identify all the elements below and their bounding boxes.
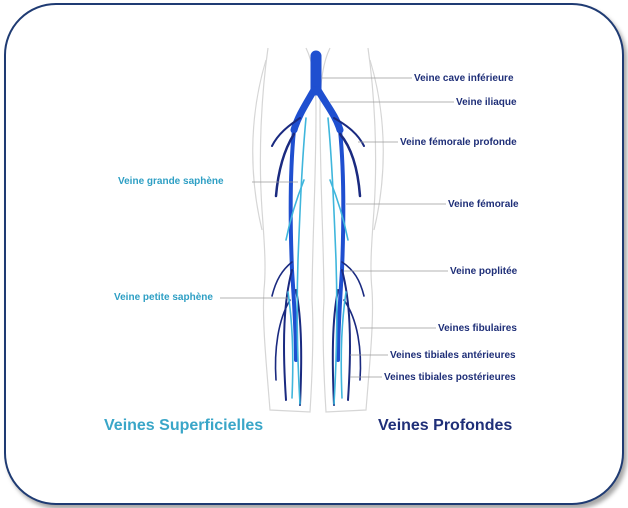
- outer-right-contour: [369, 59, 384, 231]
- label-veine-iliaque: Veine iliaque: [456, 97, 517, 108]
- left-knee-branch: [271, 261, 293, 297]
- left-iliac-branch: [271, 117, 301, 147]
- right-iliac: [314, 86, 344, 134]
- right-sup-branch: [329, 179, 349, 241]
- label-veines-fibulaires: Veines fibulaires: [438, 323, 517, 334]
- left-great-saphenous: [296, 117, 307, 405]
- right-lower-deep-3: [343, 299, 362, 381]
- left-sup-branch: [285, 179, 305, 241]
- label-veine-petite-saphene: Veine petite saphène: [114, 292, 213, 303]
- left-lower-deep-3: [274, 299, 291, 381]
- right-iliac-branch: [333, 117, 365, 147]
- right-leg-outline: [319, 47, 377, 413]
- label-veine-grande-saphene: Veine grande saphène: [118, 176, 224, 187]
- label-veines-tibiales-posterieures: Veines tibiales postérieures: [384, 372, 516, 383]
- left-deep-femoral: [274, 132, 296, 198]
- outer-left-contour: [252, 59, 267, 231]
- right-deep-femoral: [338, 132, 362, 198]
- right-knee-branch: [341, 261, 365, 297]
- heading-veines-profondes: Veines Profondes: [378, 417, 513, 434]
- right-lower-deep-1: [341, 269, 351, 401]
- superficial-veins: [285, 117, 349, 405]
- label-veine-femorale-profonde: Veine fémorale profonde: [400, 137, 517, 148]
- heading-veines-superficielles: Veines Superficielles: [104, 417, 264, 434]
- right-small-saphenous: [340, 291, 347, 399]
- left-lower-deep-1: [283, 269, 293, 401]
- leader-lines: [220, 77, 454, 378]
- label-veine-cave-inferieure: Veine cave inférieure: [414, 73, 514, 84]
- label-veines-tibiales-anterieures: Veines tibiales antérieures: [390, 350, 516, 361]
- label-veine-femorale: Veine fémorale: [448, 199, 519, 210]
- left-iliac: [290, 86, 318, 134]
- deep-veins: [271, 50, 365, 406]
- left-leg-outline: [259, 47, 317, 413]
- left-small-saphenous: [287, 291, 294, 399]
- right-great-saphenous: [327, 117, 338, 405]
- label-veine-poplitee: Veine poplitée: [450, 266, 518, 277]
- leg-outlines: [252, 47, 384, 413]
